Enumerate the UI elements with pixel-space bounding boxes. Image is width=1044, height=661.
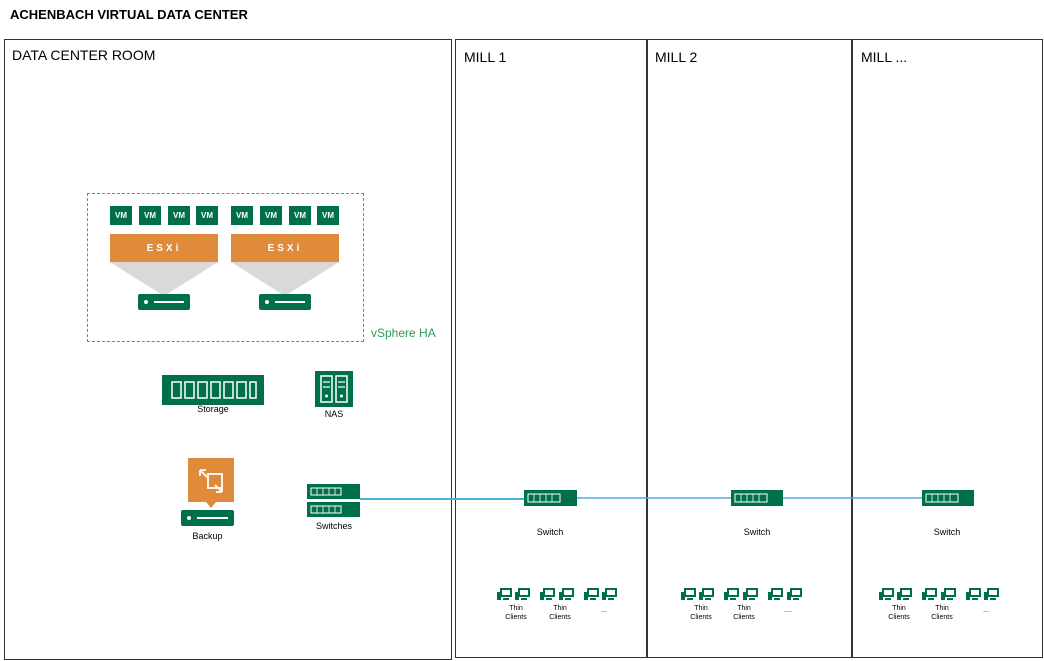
thin-client-icon [681, 588, 696, 600]
mill-3-room [851, 39, 1043, 658]
more-clients-ellipsis: ... [983, 607, 989, 614]
thin-client-icon [497, 588, 512, 600]
thin-client-icon [724, 588, 739, 600]
switch-icon-mill-1 [524, 490, 577, 506]
server-icon [259, 294, 311, 310]
server-icon [138, 294, 190, 310]
mill-1-label: MILL 1 [464, 49, 507, 65]
core-switches-icon [307, 484, 360, 517]
thin-client-icon [897, 588, 912, 600]
switch-label-mill-2: Switch [743, 527, 771, 537]
esxi-host-2: ESXi [231, 234, 339, 262]
nas-label: NAS [324, 409, 344, 419]
vm-3: VM [168, 206, 190, 225]
thin-client-icon [879, 588, 894, 600]
thin-client-icon [966, 588, 981, 600]
funnel-1 [110, 262, 218, 296]
switch-label-mill-1: Switch [536, 527, 564, 537]
thin-client-icon [743, 588, 758, 600]
backup-label: Backup [192, 531, 223, 541]
thin-client-icon [559, 588, 574, 600]
storage-label: Storage [197, 404, 229, 414]
mill-2-label: MILL 2 [655, 49, 698, 65]
thin-client-icon [984, 588, 999, 600]
vsphere-ha-label: vSphere HA [371, 326, 436, 340]
switch-icon-mill-2 [731, 490, 783, 506]
switch-icon-mill-3 [922, 490, 974, 506]
thin-client-icon [768, 588, 783, 600]
thin-client-icon [699, 588, 714, 600]
nas-icon [315, 371, 353, 407]
data-center-room-label: DATA CENTER ROOM [12, 47, 156, 63]
vm-7: VM [289, 206, 311, 225]
vm-4: VM [196, 206, 218, 225]
more-clients-ellipsis: .... [784, 607, 792, 614]
thin-client-icon [941, 588, 956, 600]
thin-client-icon [922, 588, 937, 600]
esxi-host-1: ESXi [110, 234, 218, 262]
vm-1: VM [110, 206, 132, 225]
vm-8: VM [317, 206, 339, 225]
switches-label: Switches [315, 521, 352, 531]
thin-client-icon [515, 588, 530, 600]
backup-server-icon [181, 510, 234, 526]
thin-client-icon [540, 588, 555, 600]
mill-2-room [646, 39, 853, 658]
vsphere-ha-cluster [87, 193, 364, 342]
thin-client-icon [584, 588, 599, 600]
thin-client-icon [602, 588, 617, 600]
vm-6: VM [260, 206, 282, 225]
vm-5: VM [231, 206, 253, 225]
storage-icon [162, 375, 264, 405]
mill-3-label: MILL ... [861, 49, 908, 65]
vm-2: VM [139, 206, 161, 225]
more-clients-ellipsis: ... [601, 607, 607, 614]
thin-client-icon [787, 588, 802, 600]
funnel-2 [231, 262, 339, 296]
switch-label-mill-3: Switch [933, 527, 961, 537]
data-center-room [4, 39, 452, 660]
mill-1-room [455, 39, 648, 658]
page-title: ACHENBACH VIRTUAL DATA CENTER [10, 7, 248, 22]
backup-icon [188, 458, 234, 508]
